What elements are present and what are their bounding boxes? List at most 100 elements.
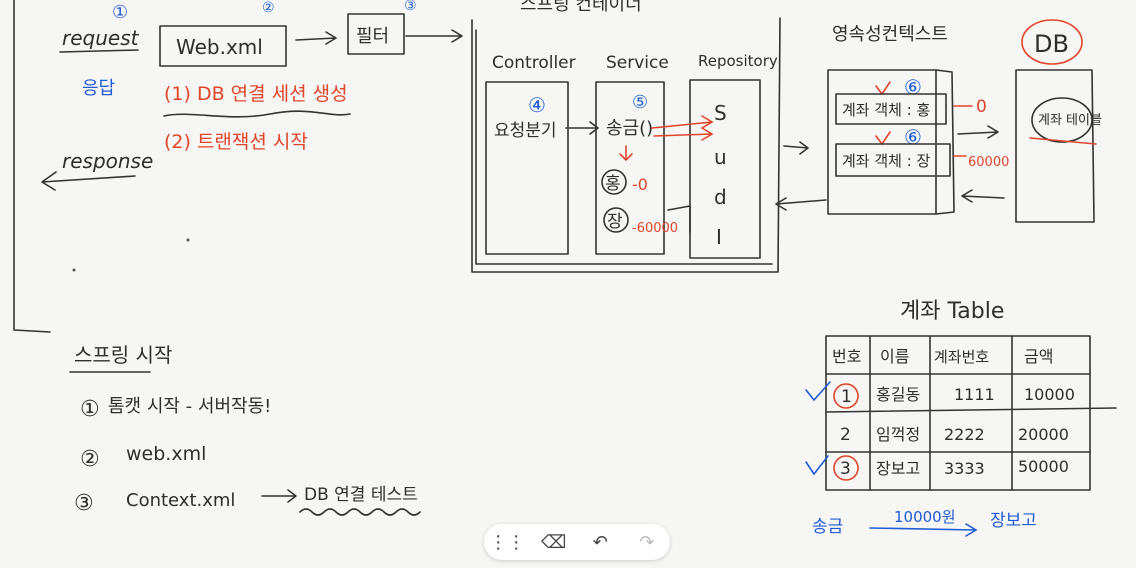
eraser-icon[interactable]: ⌫ bbox=[541, 531, 567, 553]
td-r3-num: 3 bbox=[840, 459, 851, 479]
td-r3-amount: 50000 bbox=[1018, 457, 1069, 476]
transfer-method-label: 송금() bbox=[606, 118, 653, 139]
db-box bbox=[1015, 69, 1095, 223]
step-transaction: (2) 트랜잭션 시작 bbox=[164, 131, 308, 153]
container-to-persistence-arrow bbox=[783, 141, 809, 155]
service-down-arrow bbox=[619, 145, 633, 162]
repo-bracket bbox=[667, 205, 691, 233]
td-r1-name: 홍길동 bbox=[876, 385, 920, 404]
undo-icon[interactable]: ↶ bbox=[592, 531, 608, 553]
crud-u: u bbox=[714, 145, 727, 169]
container-title: 스프링 컨테이너 bbox=[520, 0, 642, 15]
entity-hong-label: 계좌 객체 : 홍 bbox=[842, 101, 930, 119]
db-to-persistence-arrow bbox=[961, 189, 1005, 203]
step-number-5: ⑤ bbox=[632, 92, 648, 113]
row1-check bbox=[805, 381, 831, 402]
db-title: DB bbox=[1034, 30, 1069, 58]
server-frame-line bbox=[13, 0, 51, 333]
account-table-title: 계좌 Table bbox=[900, 299, 1004, 324]
transfer-note-label: 송금 bbox=[812, 517, 843, 537]
hong-circle bbox=[601, 169, 627, 195]
entity1-check bbox=[875, 81, 891, 96]
note1-number: ① bbox=[80, 397, 100, 422]
controller-column bbox=[485, 81, 569, 255]
account-table-border bbox=[825, 335, 1091, 491]
jang-circle bbox=[603, 207, 629, 233]
redo-icon[interactable]: ↷ bbox=[639, 531, 655, 553]
crud-i: I bbox=[716, 225, 722, 249]
note1-text: 톰캣 시작 - 서버작동! bbox=[108, 396, 271, 417]
note3-squiggle bbox=[299, 508, 421, 516]
persistence-box bbox=[827, 69, 937, 215]
entity-jang-box bbox=[835, 143, 951, 177]
th-amount: 금액 bbox=[1024, 347, 1053, 366]
td-r2-name: 임꺽정 bbox=[876, 425, 920, 444]
row1-mark-circle bbox=[833, 383, 859, 409]
persistence-title: 영속성컨텍스트 bbox=[832, 24, 948, 45]
step-db-session-underline bbox=[163, 110, 351, 118]
stray-dot-2 bbox=[186, 238, 190, 242]
spring-start-title: 스프링 시작 bbox=[74, 343, 172, 367]
note3-arrow-text: DB 연결 테스트 bbox=[304, 485, 418, 505]
hong-label: 홍 bbox=[605, 174, 621, 194]
service-to-repo-arrow-2 bbox=[653, 127, 714, 141]
step-number-6b: ⑥ bbox=[904, 125, 922, 149]
td-r2-amount: 20000 bbox=[1018, 425, 1069, 444]
td-r1-num: 1 bbox=[841, 387, 852, 407]
service-to-repo-arrow-1 bbox=[651, 115, 714, 129]
td-r3-account: 3333 bbox=[944, 459, 985, 478]
repository-label: Repository bbox=[698, 52, 778, 70]
request-branch-label: 요청분기 bbox=[494, 121, 557, 141]
response-ko-label: 응답 bbox=[82, 78, 115, 99]
hong-amount: -0 bbox=[632, 175, 648, 194]
step-number-1: ① bbox=[112, 2, 128, 23]
entity-hong-side: 0 bbox=[976, 97, 987, 117]
step-number-3: ③ bbox=[404, 0, 417, 14]
persistence-to-container-arrow bbox=[775, 197, 827, 211]
note3-arrow bbox=[261, 489, 297, 503]
db-red-circle bbox=[1021, 19, 1083, 65]
service-column bbox=[595, 81, 665, 255]
drag-handle-icon[interactable]: ⋮⋮ bbox=[489, 531, 526, 553]
row3-check bbox=[805, 455, 829, 476]
drawing-toolbar: ⋮⋮ ⌫ ↶ ↷ bbox=[484, 524, 670, 560]
response-label: response bbox=[62, 149, 153, 173]
td-r1-account: 1111 bbox=[954, 385, 995, 404]
controller-to-service-arrow bbox=[565, 121, 599, 135]
controller-label: Controller bbox=[492, 53, 576, 73]
step-number-6a: ⑥ bbox=[904, 75, 922, 99]
entity-jang-side: 60000 bbox=[968, 155, 1009, 170]
note2-number: ② bbox=[80, 447, 100, 472]
request-underline bbox=[59, 49, 139, 53]
step-number-4: ④ bbox=[528, 93, 546, 117]
db-red-line bbox=[1029, 137, 1097, 145]
entity-jang-label: 계좌 객체 : 장 bbox=[842, 152, 931, 170]
response-arrow bbox=[41, 171, 136, 191]
entity-hong-box bbox=[835, 93, 947, 125]
step-number-2: ② bbox=[262, 0, 275, 16]
webxml-box bbox=[159, 25, 287, 67]
step-db-session: (1) DB 연결 세션 생성 bbox=[164, 83, 348, 105]
jang-amount: -60000 bbox=[632, 221, 678, 236]
filter-to-container-arrow bbox=[405, 29, 463, 43]
account-table: 번호 이름 계좌번호 금액 1 홍길동 1111 10000 2 임꺽정 222… bbox=[805, 335, 1117, 491]
persistence-to-db-arrow bbox=[957, 125, 999, 139]
th-name: 이름 bbox=[880, 347, 909, 366]
persistence-right-edge bbox=[935, 69, 955, 215]
td-r1-amount: 10000 bbox=[1024, 385, 1075, 404]
note3-number: ③ bbox=[74, 491, 94, 516]
account-table-grid bbox=[825, 335, 1117, 491]
filter-box bbox=[347, 13, 405, 55]
stray-dot-1 bbox=[72, 268, 76, 272]
webxml-label: Web.xml bbox=[176, 35, 263, 59]
container-inner bbox=[475, 29, 773, 265]
crud-d: d bbox=[714, 185, 727, 209]
td-r2-account: 2222 bbox=[944, 425, 985, 444]
container-box bbox=[471, 17, 781, 273]
transfer-note-recipient: 장보고 bbox=[990, 511, 1037, 531]
transfer-note-amount: 10000원 bbox=[894, 508, 956, 526]
crud-s: S bbox=[714, 101, 727, 125]
service-label: Service bbox=[606, 53, 669, 73]
account-table-label: 계좌 테이블 bbox=[1038, 113, 1102, 128]
